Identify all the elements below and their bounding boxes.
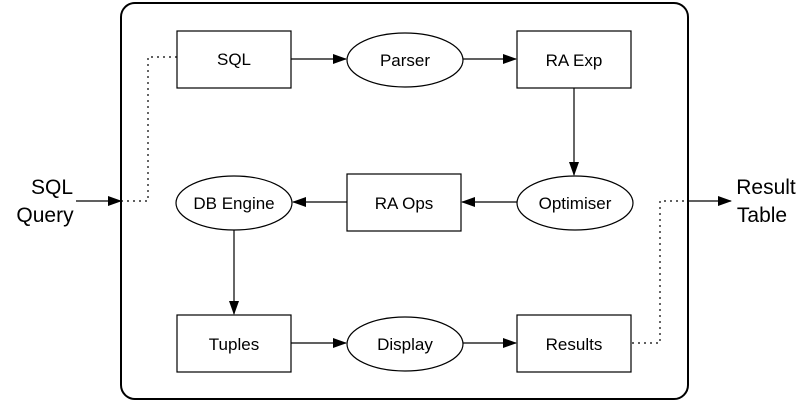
tuples-label: Tuples [209,335,259,354]
ra-exp-box [516,30,632,89]
output-label-line2: Table [737,204,787,227]
results-label: Results [546,335,603,354]
output-label-line1: Result [736,176,796,199]
db-engine-label: DB Engine [193,194,274,213]
input-dotted-connector [121,56,177,202]
ra-ops-box [346,173,462,232]
ra-ops-label: RA Ops [375,194,434,213]
parser-ellipse [346,32,464,88]
sql-label: SQL [217,50,251,69]
display-label: Display [377,335,433,354]
output-dotted-connector [632,200,690,344]
optimiser-label: Optimiser [539,194,612,213]
input-label-line2: Query [16,204,74,227]
results-box [516,314,632,373]
parser-label: Parser [380,51,430,70]
input-label-line1: SQL [31,176,73,199]
ra-exp-label: RA Exp [546,51,603,70]
optimiser-ellipse [516,175,634,231]
display-ellipse [346,316,464,372]
sql-box [176,30,292,89]
